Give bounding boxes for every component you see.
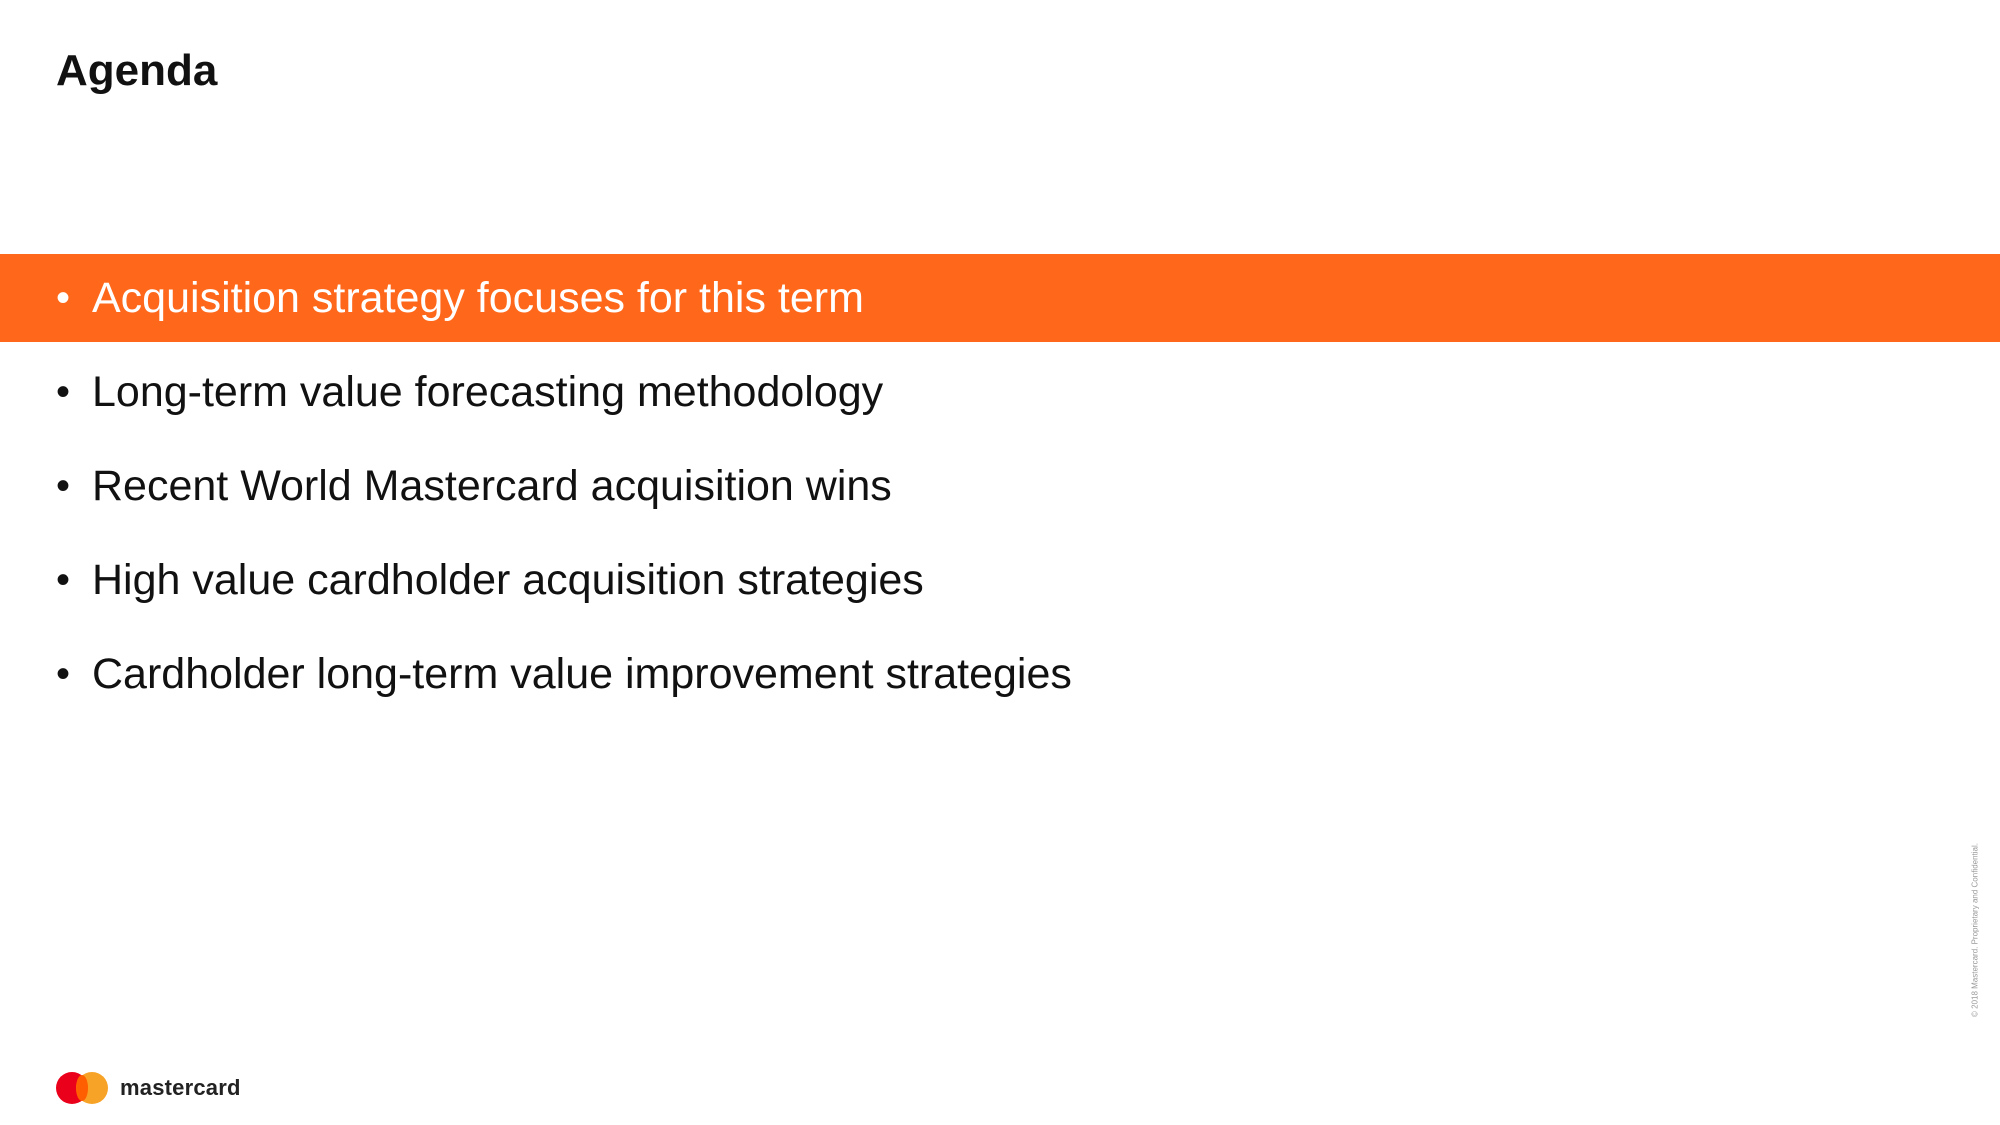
bullet-icon: • [56,557,71,602]
bullet-icon: • [56,651,71,696]
agenda-item-label: Recent World Mastercard acquisition wins [92,461,892,510]
agenda-item-label: Cardholder long-term value improvement s… [92,649,1072,698]
mastercard-logo: mastercard [56,1070,241,1106]
slide-title: Agenda [56,46,218,95]
agenda-list: • Acquisition strategy focuses for this … [0,254,2000,724]
logo-wordmark: mastercard [120,1075,241,1100]
agenda-item-ltv-improvement: • Cardholder long-term value improvement… [0,630,2000,718]
logo-overlap [76,1075,88,1101]
agenda-item-label: High value cardholder acquisition strate… [92,555,924,604]
agenda-item-acquisition-wins: • Recent World Mastercard acquisition wi… [0,442,2000,530]
agenda-item-label: Long-term value forecasting methodology [92,367,884,416]
mastercard-circles-icon [56,1071,110,1105]
bullet-icon: • [56,369,71,414]
agenda-item-label: Acquisition strategy focuses for this te… [92,273,864,322]
agenda-item-ltv-forecasting: • Long-term value forecasting methodolog… [0,348,2000,436]
bullet-icon: • [56,275,71,320]
agenda-item-acquisition-strategy: • Acquisition strategy focuses for this … [0,254,2000,342]
agenda-item-high-value-strategies: • High value cardholder acquisition stra… [0,536,2000,624]
bullet-icon: • [56,463,71,508]
copyright-notice: © 2018 Mastercard. Proprietary and Confi… [1970,843,1980,1017]
